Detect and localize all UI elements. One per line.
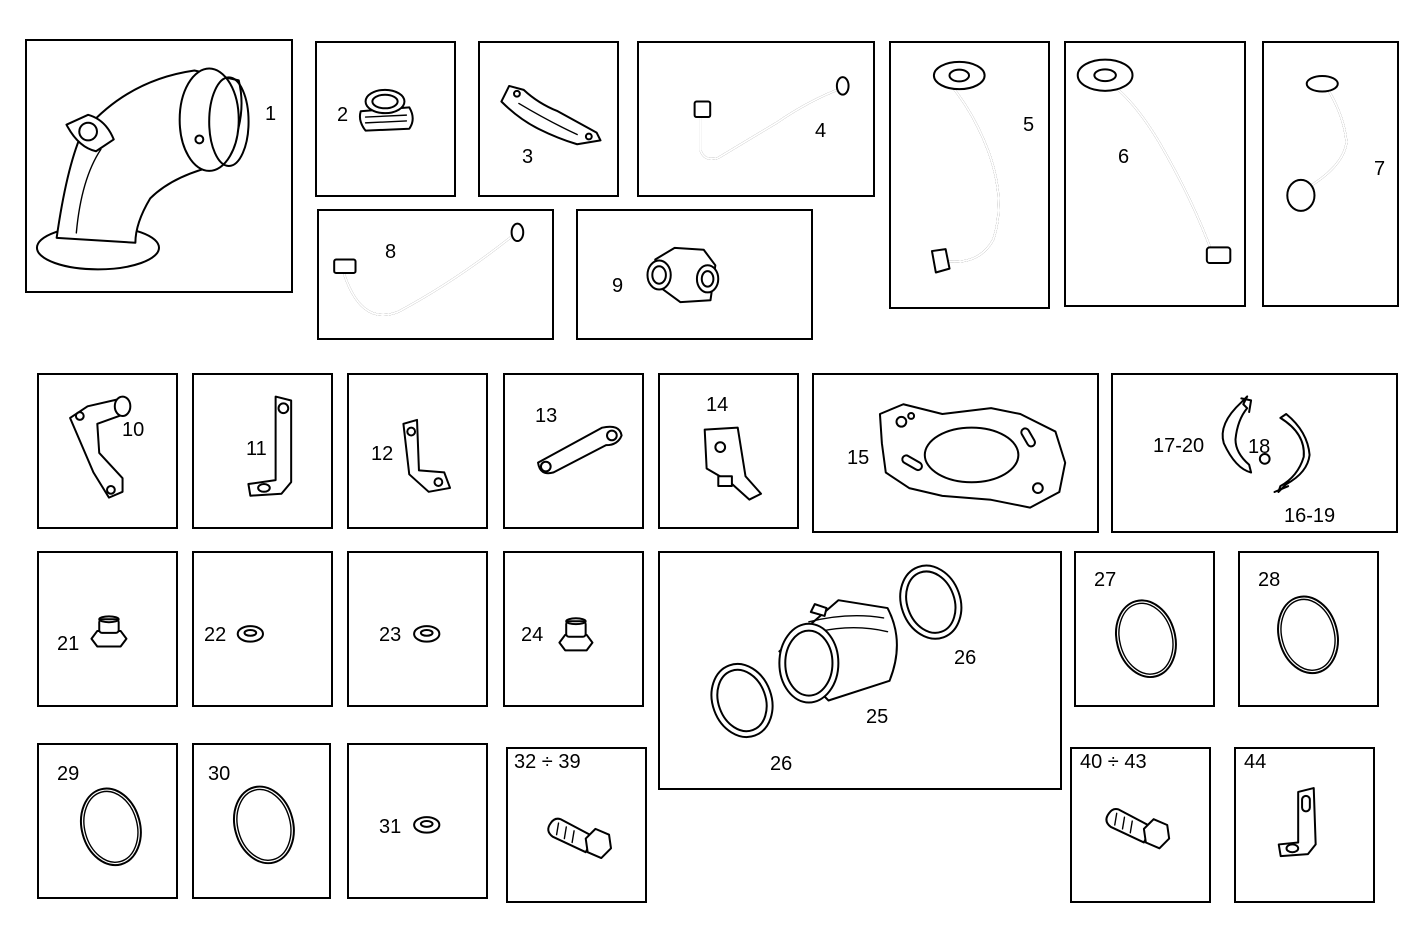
part-number: 3 bbox=[522, 146, 534, 168]
part-box-10[interactable]: 10 bbox=[37, 373, 178, 529]
part-box-4[interactable]: 4 bbox=[637, 41, 875, 197]
part-box-11[interactable]: 11 bbox=[192, 373, 333, 529]
part-number: 4 bbox=[815, 120, 827, 142]
washer-icon bbox=[349, 745, 486, 897]
part-number: 12 bbox=[371, 443, 394, 465]
gasket-icon bbox=[814, 375, 1097, 531]
coolant-hose-icon bbox=[891, 43, 1048, 307]
bracket-icon bbox=[1236, 749, 1373, 901]
part-number: 31 bbox=[379, 816, 402, 838]
coolant-hose-icon bbox=[1066, 43, 1244, 305]
part-number: 11 bbox=[246, 438, 267, 460]
part-box-1[interactable]: 1 bbox=[25, 39, 293, 293]
part-number: 7 bbox=[1374, 158, 1386, 180]
elbow-intake-pipe-icon bbox=[27, 41, 291, 291]
part-number: 6 bbox=[1118, 146, 1130, 168]
part-number: 15 bbox=[847, 447, 870, 469]
part-number: 2 bbox=[337, 104, 349, 126]
part-box-30[interactable]: 30 bbox=[192, 743, 331, 899]
part-number: 28 bbox=[1258, 569, 1281, 591]
part-box-6[interactable]: 6 bbox=[1064, 41, 1246, 307]
part-box-12[interactable]: 12 bbox=[347, 373, 488, 529]
washer-icon bbox=[194, 553, 331, 705]
part-box-14[interactable]: 14 bbox=[658, 373, 799, 529]
washer-icon bbox=[349, 553, 486, 705]
part-box-22[interactable]: 22 bbox=[192, 551, 333, 707]
part-box-21[interactable]: 21 bbox=[37, 551, 178, 707]
part-box-3[interactable]: 3 bbox=[478, 41, 619, 197]
part-box-27[interactable]: 27 bbox=[1074, 551, 1215, 707]
part-box-40[interactable]: 40 ÷ 43 bbox=[1070, 747, 1211, 903]
part-box-23[interactable]: 23 bbox=[347, 551, 488, 707]
part-box-32[interactable]: 32 ÷ 39 bbox=[506, 747, 647, 903]
part-number: 1 bbox=[265, 103, 277, 125]
part-number: 22 bbox=[204, 624, 227, 646]
clamp-set-icon bbox=[1113, 375, 1396, 531]
flange-cap-icon bbox=[317, 43, 454, 195]
o-ring-icon bbox=[1240, 553, 1377, 705]
part-box-44[interactable]: 44 bbox=[1234, 747, 1375, 903]
plug-bolt-icon bbox=[39, 553, 176, 705]
bracket-icon bbox=[39, 375, 176, 527]
cover-plate-icon bbox=[480, 43, 617, 195]
part-box-28[interactable]: 28 bbox=[1238, 551, 1379, 707]
thermostat-housing-icon bbox=[578, 211, 811, 338]
part-number: 26 bbox=[770, 753, 793, 775]
link-plate-icon bbox=[505, 375, 642, 527]
part-number: 23 bbox=[379, 624, 402, 646]
part-box-8[interactable]: 8 bbox=[317, 209, 554, 340]
part-box-16[interactable]: 17-20 18 16-19 bbox=[1111, 373, 1398, 533]
part-box-5[interactable]: 5 bbox=[889, 41, 1050, 309]
part-number: 25 bbox=[866, 706, 889, 728]
part-box-24[interactable]: 24 bbox=[503, 551, 644, 707]
part-number: 24 bbox=[521, 624, 544, 646]
part-box-13[interactable]: 13 bbox=[503, 373, 644, 529]
intake-sleeve-icon bbox=[660, 553, 1060, 788]
part-number: 27 bbox=[1094, 569, 1117, 591]
part-number: 44 bbox=[1244, 751, 1267, 773]
part-number: 17-20 bbox=[1153, 435, 1205, 457]
coolant-pipe-icon bbox=[639, 43, 873, 195]
part-number: 30 bbox=[208, 763, 231, 785]
part-number: 8 bbox=[385, 241, 397, 263]
part-box-9[interactable]: 9 bbox=[576, 209, 813, 340]
part-number: 13 bbox=[535, 405, 558, 427]
bracket-icon bbox=[349, 375, 486, 527]
part-number: 10 bbox=[122, 419, 145, 441]
hex-bolt-icon bbox=[1072, 749, 1209, 901]
part-number: 32 ÷ 39 bbox=[514, 751, 581, 773]
part-number: 40 ÷ 43 bbox=[1080, 751, 1147, 773]
part-box-2[interactable]: 2 bbox=[315, 41, 456, 197]
part-box-7[interactable]: 7 bbox=[1262, 41, 1399, 307]
part-number: 9 bbox=[612, 275, 624, 297]
hex-bolt-icon bbox=[508, 749, 645, 901]
o-ring-icon bbox=[1076, 553, 1213, 705]
o-ring-icon bbox=[39, 745, 176, 897]
part-number: 16-19 bbox=[1284, 505, 1336, 527]
part-number: 5 bbox=[1023, 114, 1035, 136]
bracket-icon bbox=[194, 375, 331, 527]
part-box-15[interactable]: 15 bbox=[812, 373, 1099, 533]
plug-bolt-icon bbox=[505, 553, 642, 705]
part-number: 18 bbox=[1248, 436, 1271, 458]
part-number: 26 bbox=[954, 647, 977, 669]
part-box-31[interactable]: 31 bbox=[347, 743, 488, 899]
part-number: 14 bbox=[706, 394, 729, 416]
bracket-icon bbox=[660, 375, 797, 527]
part-box-25[interactable]: 26 25 26 bbox=[658, 551, 1062, 790]
coolant-pipe-icon bbox=[319, 211, 552, 338]
part-box-29[interactable]: 29 bbox=[37, 743, 178, 899]
coolant-hose-icon bbox=[1264, 43, 1397, 305]
o-ring-icon bbox=[194, 745, 329, 897]
part-number: 21 bbox=[57, 633, 80, 655]
part-number: 29 bbox=[57, 763, 80, 785]
